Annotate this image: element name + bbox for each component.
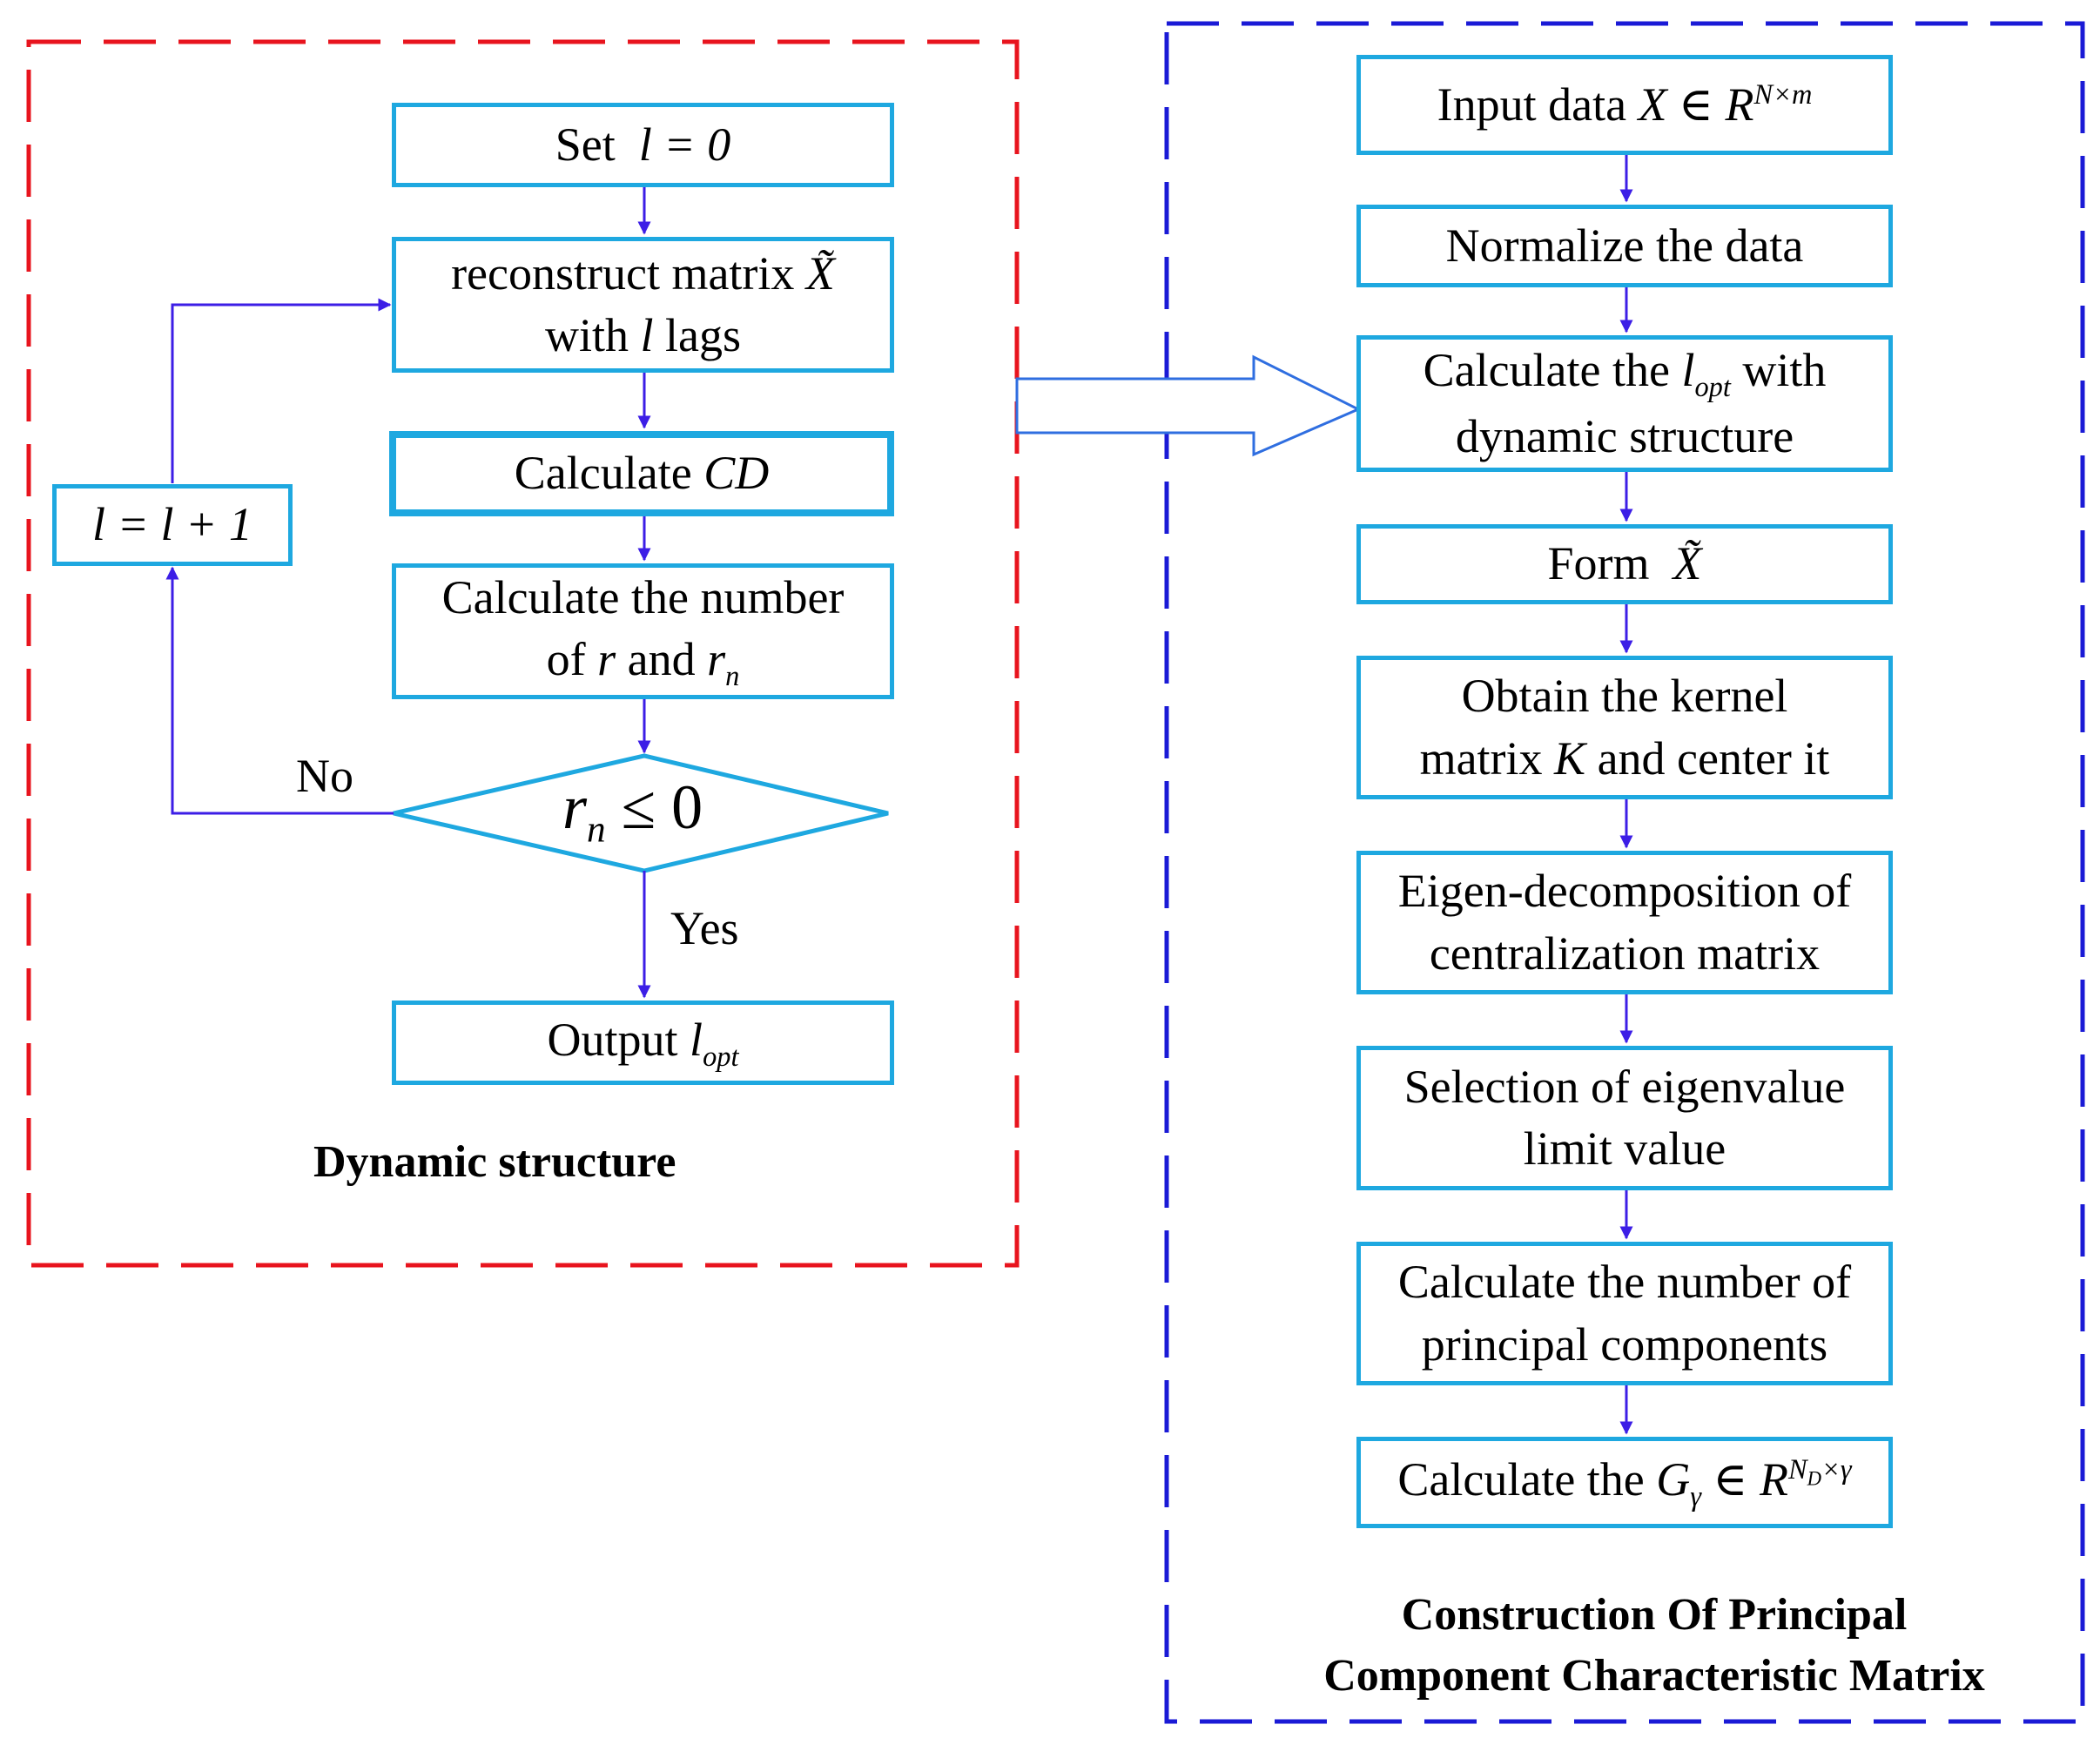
calc-r-line1: Calculate the number	[441, 571, 845, 624]
selection-line2: limit value	[1523, 1122, 1726, 1175]
pc-line2: principal components	[1421, 1317, 1828, 1371]
calculate-cd-box: Calculate CD	[389, 431, 894, 516]
set-math: l = 0	[638, 118, 731, 171]
loop-increment-box: l = l + 1	[52, 484, 293, 566]
input-label: Input data	[1437, 77, 1627, 131]
lopt-sub: opt	[1694, 371, 1731, 403]
reconstruct-l: l	[640, 309, 654, 361]
rn-math: r	[707, 633, 726, 686]
lopt-line1-pre: Calculate the	[1423, 343, 1670, 396]
output-label: Output	[547, 1014, 678, 1067]
g-r: ∈ R	[1713, 1453, 1788, 1506]
kernel-line1: Obtain the kernel	[1461, 670, 1788, 723]
form-label: Form	[1547, 537, 1650, 590]
normalize-box: Normalize the data	[1356, 205, 1893, 287]
dynamic-structure-frame	[26, 39, 1020, 1268]
eigen-line2: centralization matrix	[1429, 926, 1821, 980]
r-math: r	[597, 633, 616, 686]
calculate-lopt-box: Calculate the lopt with dynamic structur…	[1356, 335, 1893, 472]
calc-r-of: of	[546, 633, 586, 686]
decision-sub: n	[587, 809, 606, 851]
pc-line1: Calculate the number of	[1397, 1256, 1852, 1309]
kernel-matrix-word: matrix	[1419, 731, 1543, 785]
calc-r-and: and	[627, 633, 696, 686]
big-hollow-arrow	[1015, 354, 1362, 457]
arrow-loop-to-reconstruct	[171, 298, 392, 483]
arrow-no-to-loop	[165, 566, 394, 815]
decision-text: rn ≤ 0	[562, 771, 703, 851]
lopt-l: l	[1681, 343, 1695, 396]
no-label: No	[296, 750, 353, 802]
output-l: l	[690, 1014, 703, 1067]
reconstruct-x-tilde: X̃	[805, 246, 835, 300]
eigen-line1: Eigen-decomposition of	[1397, 865, 1852, 918]
output-opt: opt	[703, 1041, 739, 1074]
input-data-box: Input data X ∈ RN×m	[1356, 55, 1893, 155]
reconstruct-with: with	[544, 309, 629, 361]
form-x-tilde-box: Form X̃	[1356, 524, 1893, 604]
g-sup-tail: ×γ	[1821, 1454, 1852, 1486]
kernel-center: and center it	[1597, 731, 1830, 785]
yes-label: Yes	[670, 902, 739, 954]
g-sup-d: D	[1807, 1467, 1821, 1490]
input-math: X ∈ R	[1638, 77, 1754, 131]
g-sub: γ	[1690, 1481, 1702, 1513]
lopt-with: with	[1742, 343, 1827, 396]
cd-math: CD	[703, 447, 770, 500]
rn-sub: n	[725, 661, 740, 693]
eigenvalue-selection-box: Selection of eigenvalue limit value	[1356, 1046, 1893, 1190]
reconstruct-lags: lags	[665, 309, 742, 361]
g-sup-n: N	[1788, 1454, 1807, 1486]
input-sup: N×m	[1753, 78, 1813, 111]
calculate-cd-label: Calculate	[514, 447, 692, 500]
reconstruct-line1: reconstruct matrix	[451, 246, 795, 300]
dynamic-structure-title: Dynamic structure	[313, 1137, 676, 1187]
calc-g-label: Calculate the	[1397, 1453, 1645, 1506]
loop-math: l = l + 1	[92, 498, 252, 551]
calculate-r-box: Calculate the number of r and rn	[392, 563, 894, 699]
set-l-box: Set l = 0	[392, 103, 894, 187]
construction-title-line1: Construction Of Principal	[1401, 1590, 1908, 1640]
reconstruct-matrix-box: reconstruct matrix X̃ with l lags	[392, 237, 894, 373]
selection-line1: Selection of eigenvalue	[1403, 1060, 1846, 1113]
normalize-label: Normalize the data	[1445, 219, 1804, 272]
form-math: X̃	[1673, 537, 1702, 590]
kernel-k: K	[1554, 731, 1586, 785]
output-lopt-box: Output lopt	[392, 1001, 894, 1085]
eigen-decomposition-box: Eigen-decomposition of centralization ma…	[1356, 851, 1893, 994]
decision-r: r	[562, 772, 588, 842]
kernel-matrix-box: Obtain the kernel matrix K and center it	[1356, 656, 1893, 799]
decision-diamond	[393, 753, 889, 873]
principal-components-box: Calculate the number of principal compon…	[1356, 1242, 1893, 1385]
set-label: Set	[555, 118, 616, 171]
construction-title-line2: Component Characteristic Matrix	[1323, 1651, 1985, 1701]
construction-frame	[1164, 21, 2085, 1724]
calculate-g-box: Calculate the Gγ ∈ RND×γ	[1356, 1437, 1893, 1528]
decision-op: ≤ 0	[621, 772, 703, 842]
construction-title: Construction Of Principal Component Char…	[1280, 1585, 2029, 1707]
lopt-line2: dynamic structure	[1455, 410, 1794, 463]
g-math: G	[1656, 1453, 1691, 1506]
